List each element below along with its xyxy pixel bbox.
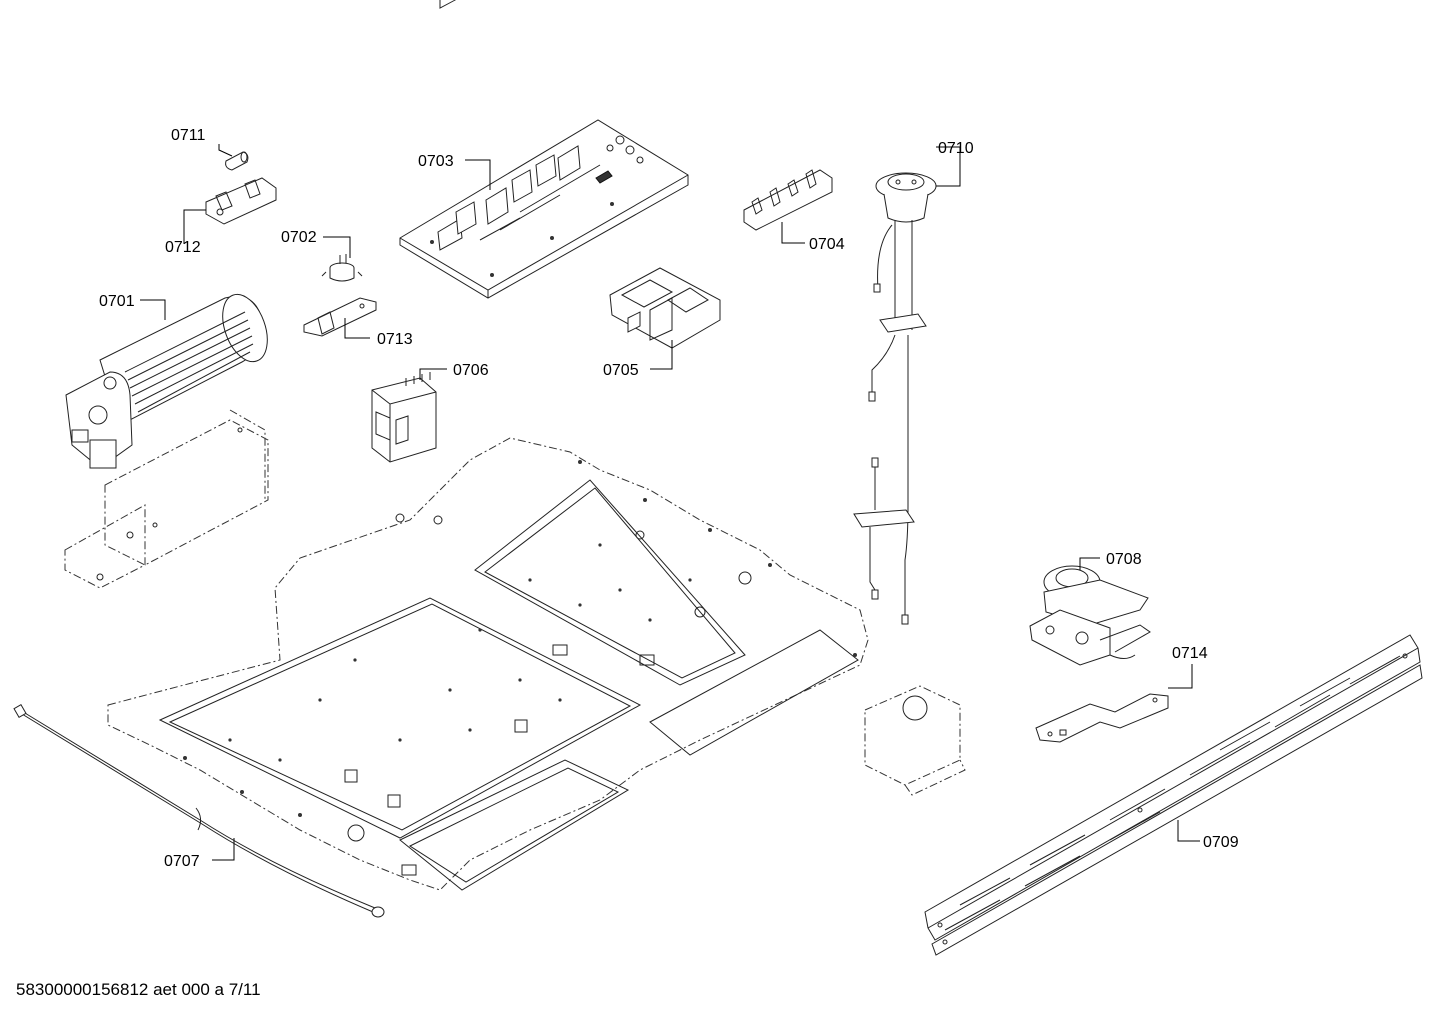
label-0701: 0701 <box>99 293 135 310</box>
relay-module <box>609 267 721 349</box>
leader-lines <box>140 144 1200 861</box>
label-0704: 0704 <box>809 236 845 253</box>
label-0713: 0713 <box>377 331 413 348</box>
fuse-holder <box>205 177 277 225</box>
label-0714: 0714 <box>1172 645 1208 662</box>
fuse <box>225 151 249 171</box>
oven-light-socket-harness <box>853 172 937 625</box>
rotisserie-motor <box>1029 565 1151 666</box>
control-board <box>399 0 689 299</box>
label-0702: 0702 <box>281 229 317 246</box>
transformer <box>371 372 437 463</box>
label-0707: 0707 <box>164 853 200 870</box>
label-0708: 0708 <box>1106 551 1142 568</box>
label-0709: 0709 <box>1203 834 1239 851</box>
label-0705: 0705 <box>603 362 639 379</box>
thermostat <box>321 254 363 282</box>
connector-block <box>743 169 833 231</box>
motor-bracket <box>1035 693 1169 743</box>
label-0703: 0703 <box>418 153 454 170</box>
label-0706: 0706 <box>453 362 489 379</box>
label-0710: 0710 <box>938 140 974 157</box>
label-0712: 0712 <box>165 239 201 256</box>
document-reference: 58300000156812 aet 000 a 7/11 <box>16 980 261 999</box>
ground-cable <box>13 703 385 918</box>
base-plate <box>107 437 869 891</box>
left-support-bracket <box>64 409 269 589</box>
center-support-bracket <box>864 685 966 796</box>
tangential-fan <box>65 293 268 469</box>
label-0711: 0711 <box>171 127 206 144</box>
long-rail <box>924 634 1423 956</box>
part-labels: 0711 0712 0702 0703 0701 0713 0706 0705 … <box>99 127 1239 870</box>
thermostat-bracket <box>303 297 377 337</box>
